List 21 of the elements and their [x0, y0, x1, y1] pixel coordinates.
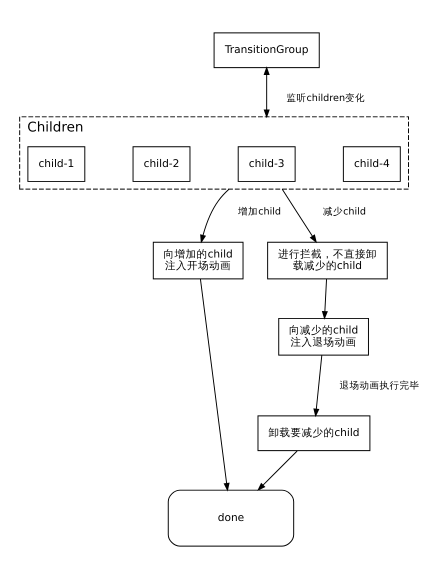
node-box: child-3: [238, 146, 296, 182]
arrow: [322, 278, 328, 320]
arrow: [282, 188, 317, 243]
arrow: [313, 354, 322, 417]
edge-label: 退场动画执行完毕: [340, 380, 420, 391]
node-box: 向增加的child注入开场动画: [152, 241, 244, 279]
arrow: [257, 450, 298, 491]
edge-label: 减少child: [323, 206, 366, 218]
node-box: 进行拦截，不直接卸载减少的child: [267, 241, 388, 279]
edge-label: 监听children变化: [286, 92, 366, 104]
node-box: child-1: [27, 146, 86, 182]
arrow: [264, 66, 270, 118]
arrow: [200, 278, 230, 492]
node-box: child-2: [132, 146, 190, 182]
node-box: done: [168, 489, 294, 546]
node-box: 向减少的child注入退场动画: [278, 317, 369, 356]
node-box: child-4: [342, 146, 401, 182]
edge-label: 增加child: [238, 206, 282, 218]
node-box: 卸载要减少的child: [258, 414, 370, 451]
arrow: [200, 188, 230, 243]
node-box: TransitionGroup: [214, 32, 320, 68]
